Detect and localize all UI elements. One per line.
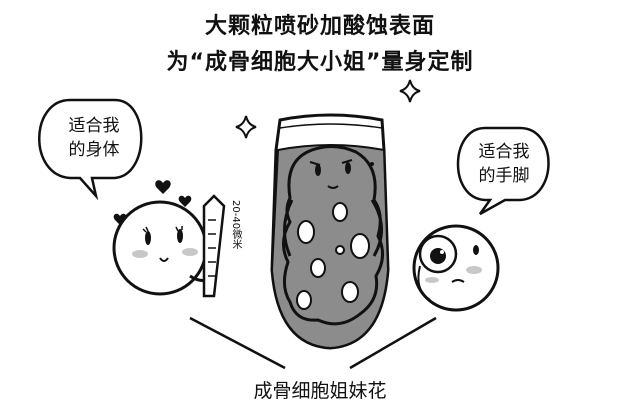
right-bubble-line-1: 适合我	[478, 142, 530, 162]
center-cell-character	[282, 145, 384, 326]
sparkle-icon	[235, 79, 421, 139]
heart-icon	[113, 180, 192, 225]
left-speech-bubble	[38, 98, 143, 201]
left-bubble-line-1: 适合我	[68, 116, 120, 136]
title-line-2: 为“成骨细胞大小姐”量身定制	[166, 50, 474, 75]
ruler-icon	[202, 194, 226, 298]
right-speech-bubble	[456, 126, 550, 216]
left-bubble-line-2: 的身体	[68, 140, 120, 160]
pointer-lines	[189, 316, 437, 370]
right-bubble-line-2: 的手脚	[478, 166, 530, 186]
size-label: 20-40微米	[230, 200, 241, 250]
right-bubble-text: 适合我 的手脚	[462, 140, 546, 188]
right-cell-character	[412, 224, 500, 312]
title-line-1: 大颗粒喷砂加酸蚀表面	[204, 14, 435, 39]
caption: 成骨细胞姐妹花	[253, 380, 387, 402]
left-bubble-text: 适合我 的身体	[52, 114, 136, 162]
left-cell-character	[112, 200, 213, 296]
